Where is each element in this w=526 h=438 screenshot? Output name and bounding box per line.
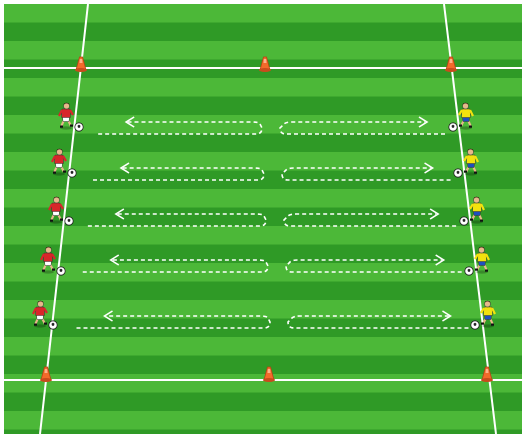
grass-stripe: [4, 134, 522, 153]
grass-stripe: [4, 337, 522, 356]
grass-stripe: [4, 208, 522, 227]
grass-stripe: [4, 97, 522, 116]
ball: [471, 321, 479, 329]
grass-stripe: [4, 356, 522, 375]
grass-stripe: [4, 152, 522, 171]
grass-stripe: [4, 282, 522, 301]
ball: [68, 169, 76, 177]
grass-stripe: [4, 374, 522, 393]
grass-stripe: [4, 300, 522, 319]
ball: [57, 267, 65, 275]
ball: [454, 169, 462, 177]
grass-stripe: [4, 23, 522, 42]
ball: [75, 123, 83, 131]
grass-stripe: [4, 189, 522, 208]
grass-stripe: [4, 430, 522, 435]
grass-stripe: [4, 411, 522, 430]
grass-stripe: [4, 393, 522, 412]
ball: [49, 321, 57, 329]
grass-stripe: [4, 78, 522, 97]
soccer-pitch: [4, 4, 522, 434]
ball: [449, 123, 457, 131]
ball: [465, 267, 473, 275]
grass-stripe: [4, 226, 522, 245]
ball: [65, 217, 73, 225]
ball: [460, 217, 468, 225]
